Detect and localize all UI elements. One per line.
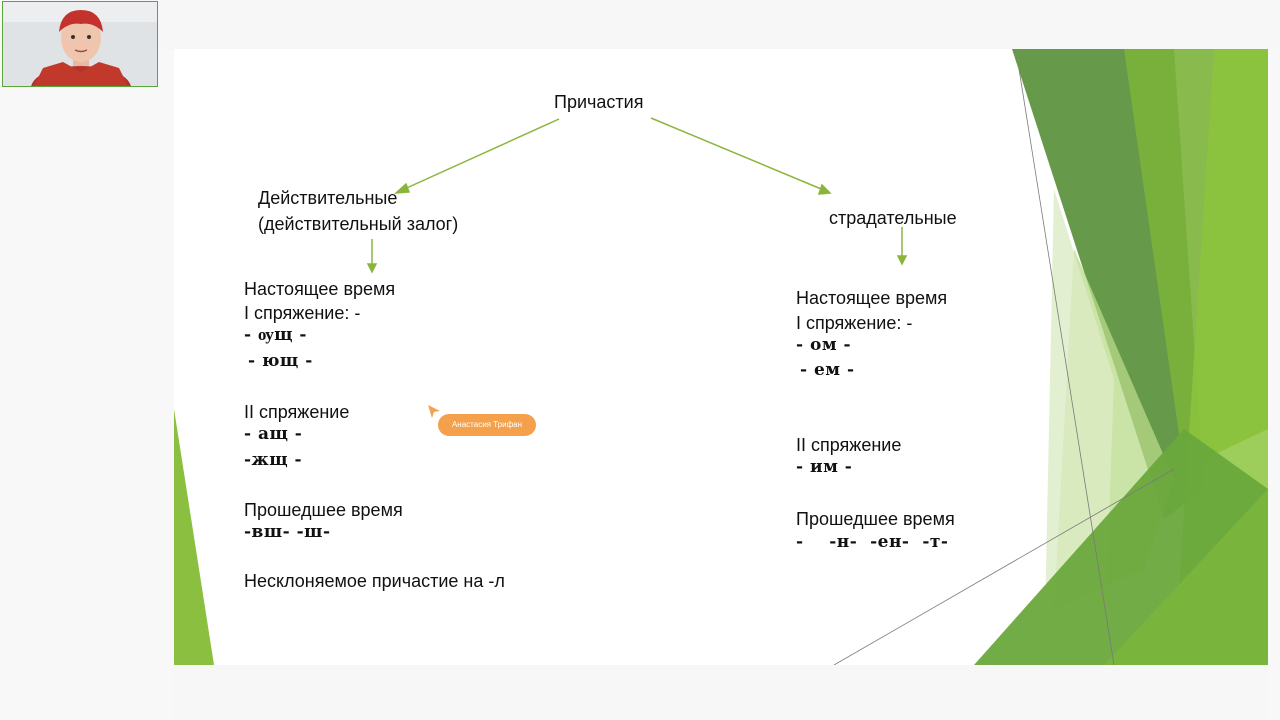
slide-decoration [174,49,1268,665]
passive-conj2-suffix1: - им - [796,457,853,477]
passive-title: страдательные [829,208,957,228]
active-conj1-suffix2: - ющ - [248,351,313,371]
passive-conj1-heading: I спряжение: - [796,313,913,333]
active-past-heading: Прошедшее время [244,500,403,520]
passive-conj2-heading: II спряжение [796,435,902,455]
active-conj1-heading: I спряжение: - [244,303,361,323]
passive-conj1-suffix1: - ом - [796,335,852,355]
active-past-suffix: -вш- -ш- [244,522,331,542]
active-title-line1: Действительные [258,188,398,208]
active-conj2-heading: II спряжение [244,402,350,422]
root-heading: Причастия [554,92,644,112]
bottom-bar [174,665,1268,720]
passive-present-heading: Настоящее время [796,288,948,308]
active-conj1-suffix1: - ѹщ - [244,325,307,345]
presenter-webcam [2,1,158,87]
remote-cursor-label: Анастасия Трифан [438,414,536,436]
active-title-line2: (действительный залог) [258,214,459,234]
active-indeclinable: Несклоняемое причастие на -л [244,571,505,591]
top-bar [0,0,1280,50]
passive-past-suffix: - -н- -ен- -т- [796,532,949,552]
remote-cursor-icon [428,405,440,418]
active-conj2-suffix1: - ащ - [244,424,303,444]
passive-conj1-suffix2: - ем - [800,360,855,380]
active-present-heading: Настоящее время [244,279,396,299]
active-conj2-suffix2: -жщ - [244,450,303,470]
passive-past-heading: Прошедшее время [796,509,955,529]
presentation-slide: Причастия Действительные (действительный… [174,49,1268,665]
